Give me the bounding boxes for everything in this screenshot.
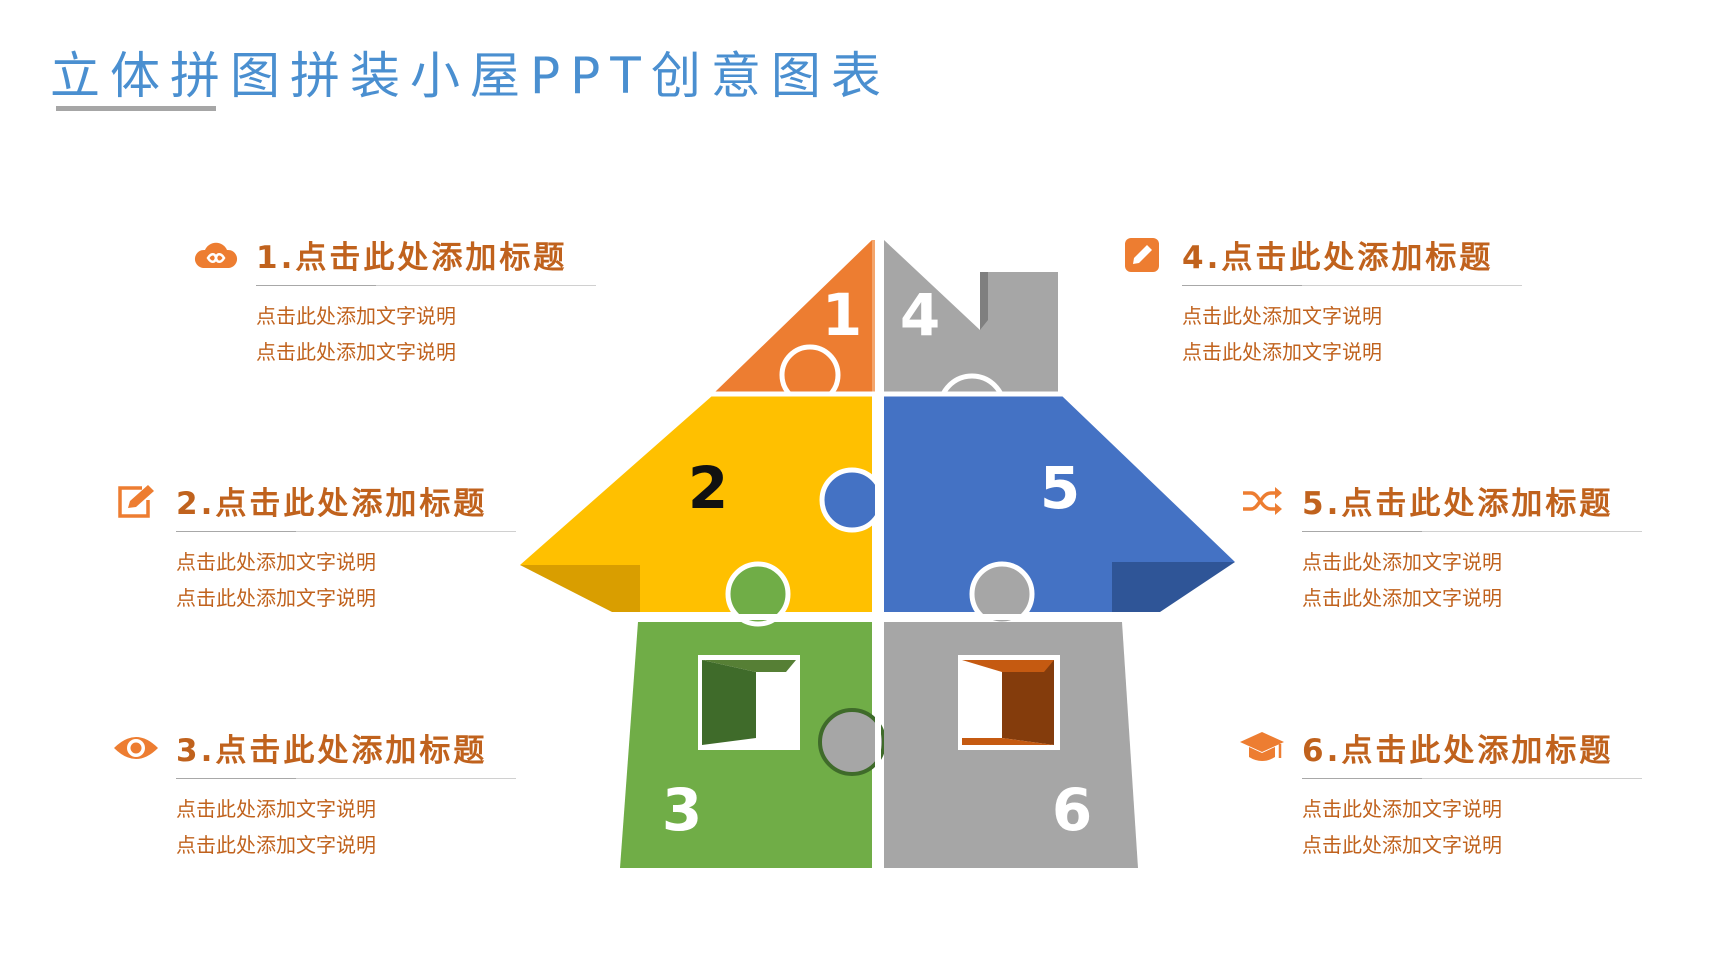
pencil-icon [1118, 235, 1166, 275]
item-block-1: 1.点击此处添加标题 点击此处添加文字说明 点击此处添加文字说明 [192, 232, 596, 370]
item-desc-3-line-1[interactable]: 点击此处添加文字说明 [176, 797, 376, 821]
shuffle-icon [1238, 481, 1286, 521]
item-desc-6-line-2[interactable]: 点击此处添加文字说明 [1302, 833, 1502, 857]
item-block-2: 2.点击此处添加标题 点击此处添加文字说明 点击此处添加文字说明 [112, 478, 516, 616]
puzzle-piece-6: 6 [884, 622, 1138, 868]
item-desc-5-line-1[interactable]: 点击此处添加文字说明 [1302, 550, 1502, 574]
item-desc-4-line-1[interactable]: 点击此处添加文字说明 [1182, 304, 1382, 328]
item-desc-3-line-2[interactable]: 点击此处添加文字说明 [176, 833, 376, 857]
graduation-cap-icon [1238, 728, 1286, 768]
item-divider-1 [256, 285, 596, 286]
item-desc-4-line-2[interactable]: 点击此处添加文字说明 [1182, 340, 1382, 364]
item-title-6[interactable]: 6.点击此处添加标题 [1302, 733, 1614, 769]
eye-icon [112, 728, 160, 768]
item-block-5: 5.点击此处添加标题 点击此处添加文字说明 点击此处添加文字说明 [1238, 478, 1642, 616]
puzzle-piece-2: 2 [520, 396, 885, 612]
item-block-4: 4.点击此处添加标题 点击此处添加文字说明 点击此处添加文字说明 [1118, 232, 1522, 370]
edit-icon [112, 481, 160, 521]
puzzle-piece-5: 5 [884, 396, 1235, 627]
item-desc-1-line-1[interactable]: 点击此处添加文字说明 [256, 304, 456, 328]
item-desc-5-line-2[interactable]: 点击此处添加文字说明 [1302, 586, 1502, 610]
puzzle-number-3: 3 [662, 776, 702, 844]
slide-title: 立体拼图拼装小屋PPT创意图表 [50, 47, 891, 105]
item-block-3: 3.点击此处添加标题 点击此处添加文字说明 点击此处添加文字说明 [112, 725, 516, 863]
item-desc-2-line-2[interactable]: 点击此处添加文字说明 [176, 586, 376, 610]
item-divider-6 [1302, 778, 1642, 779]
item-title-2[interactable]: 2.点击此处添加标题 [176, 486, 488, 522]
item-divider-4 [1182, 285, 1522, 286]
puzzle-number-2: 2 [688, 454, 728, 522]
item-title-5[interactable]: 5.点击此处添加标题 [1302, 486, 1614, 522]
puzzle-piece-1: 1 [715, 240, 880, 406]
puzzle-number-6: 6 [1052, 776, 1092, 844]
puzzle-number-4: 4 [900, 281, 940, 349]
item-block-6: 6.点击此处添加标题 点击此处添加文字说明 点击此处添加文字说明 [1238, 725, 1642, 863]
item-title-1[interactable]: 1.点击此处添加标题 [256, 240, 568, 276]
puzzle-number-1: 1 [822, 281, 862, 349]
cloud-infinity-icon [192, 235, 240, 275]
item-desc-2-line-1[interactable]: 点击此处添加文字说明 [176, 550, 376, 574]
item-divider-5 [1302, 531, 1642, 532]
item-desc-1-line-2[interactable]: 点击此处添加文字说明 [256, 340, 456, 364]
item-title-3[interactable]: 3.点击此处添加标题 [176, 733, 488, 769]
puzzle-piece-3: 3 [620, 561, 886, 868]
item-divider-2 [176, 531, 516, 532]
item-divider-3 [176, 778, 516, 779]
title-underline [56, 106, 216, 111]
item-title-4[interactable]: 4.点击此处添加标题 [1182, 240, 1494, 276]
puzzle-number-5: 5 [1040, 454, 1080, 522]
item-desc-6-line-1[interactable]: 点击此处添加文字说明 [1302, 797, 1502, 821]
